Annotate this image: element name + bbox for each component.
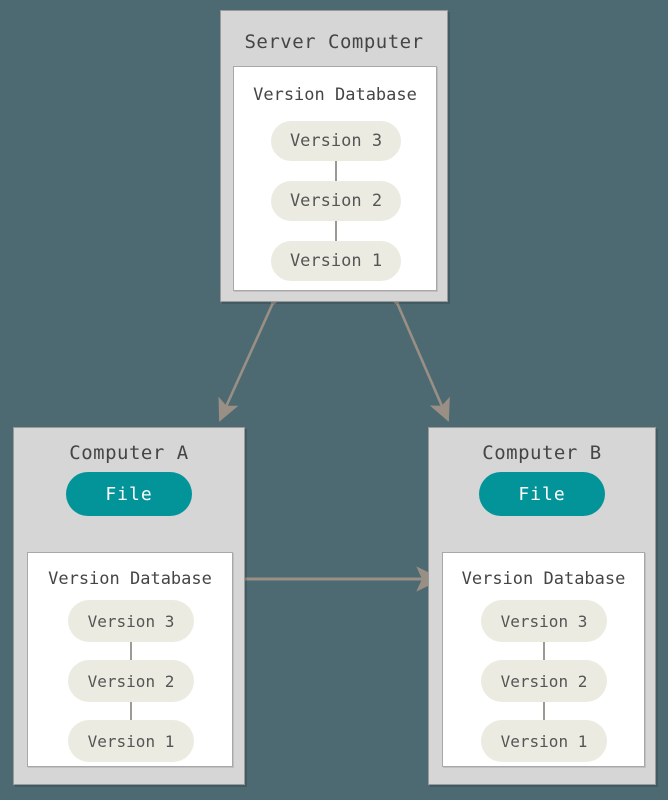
server-version-pill-3[interactable]: Version 3: [271, 121, 401, 161]
computer-a-version-label-2: Version 2: [87, 671, 175, 691]
computer-b-version-label-2: Version 2: [500, 671, 588, 691]
server-version-database-title: Version Database: [253, 85, 417, 105]
server-computer-box[interactable]: Server Computer Version Database Version…: [220, 10, 448, 302]
computer-a-version-label-1: Version 1: [87, 731, 175, 751]
computer-b-version-connector-2-1: [543, 702, 545, 720]
server-version-pill-1[interactable]: Version 1: [271, 241, 401, 281]
computer-b-version-database-panel[interactable]: Version Database Version 3 Version 2 Ver…: [442, 552, 645, 767]
server-version-connector-3-2: [335, 161, 337, 181]
server-version-connector-2-1: [335, 221, 337, 241]
computer-b-version-pill-1[interactable]: Version 1: [481, 720, 607, 762]
computer-a-version-database-panel[interactable]: Version Database Version 3 Version 2 Ver…: [27, 552, 233, 767]
computer-a-version-database-title: Version Database: [48, 569, 212, 589]
computer-a-version-pill-2[interactable]: Version 2: [68, 660, 194, 702]
computer-b-version-database-title: Version Database: [461, 569, 626, 589]
computer-a-title: Computer A: [69, 442, 189, 464]
server-version-label-3: Version 3: [289, 131, 383, 151]
computer-b-file-pill[interactable]: File: [479, 472, 605, 516]
computer-a-version-connector-2-1: [130, 702, 132, 720]
computer-b-version-connector-3-2: [543, 642, 545, 660]
server-version-database-panel[interactable]: Version Database Version 3 Version 2 Ver…: [233, 66, 437, 291]
computer-b-version-label-1: Version 1: [500, 731, 588, 751]
computer-a-file-pill[interactable]: File: [66, 472, 192, 516]
computer-a-version-pill-1[interactable]: Version 1: [68, 720, 194, 762]
computer-b-title: Computer B: [482, 442, 602, 464]
computer-a-box[interactable]: Computer A File Version Database Version…: [13, 427, 245, 785]
computer-a-version-pill-3[interactable]: Version 3: [68, 600, 194, 642]
computer-b-version-pill-3[interactable]: Version 3: [481, 600, 607, 642]
computer-b-version-pill-2[interactable]: Version 2: [481, 660, 607, 702]
computer-b-file-label: File: [518, 483, 566, 505]
computer-b-version-label-3: Version 3: [500, 611, 588, 631]
server-version-label-1: Version 1: [289, 251, 383, 271]
arrow-server-to-computer-a: [218, 281, 291, 422]
computer-a-version-connector-3-2: [130, 642, 132, 660]
server-version-pill-2[interactable]: Version 2: [271, 181, 401, 221]
server-version-label-2: Version 2: [289, 191, 383, 211]
server-computer-title: Server Computer: [244, 31, 424, 53]
computer-b-box[interactable]: Computer B File Version Database Version…: [428, 427, 656, 785]
arrow-server-to-computer-b: [379, 281, 450, 422]
computer-a-version-label-3: Version 3: [87, 611, 175, 631]
computer-a-file-label: File: [105, 483, 153, 505]
